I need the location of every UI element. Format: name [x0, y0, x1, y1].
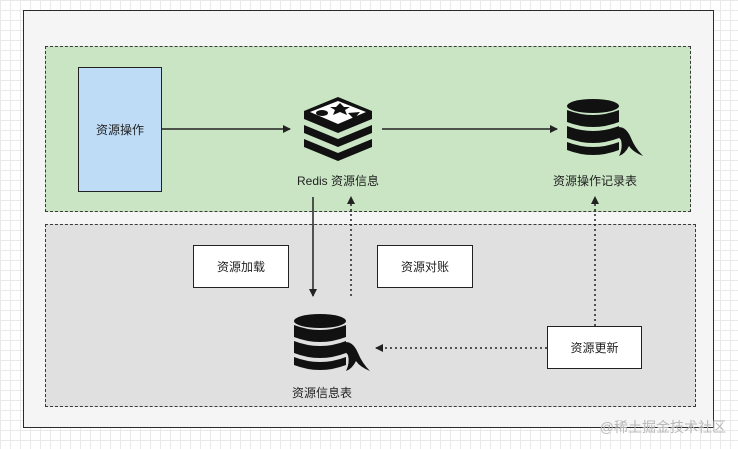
- resource-reconciliation-label: 资源对账: [400, 260, 449, 274]
- watermark: @稀土掘金技术社区: [599, 419, 726, 435]
- resource-load-node: 资源加载: [193, 245, 289, 288]
- resource-update-node: 资源更新: [547, 326, 642, 369]
- resource-load-label: 资源加载: [216, 260, 265, 274]
- resource-reconciliation-node: 资源对账: [377, 245, 473, 288]
- resource-info-table-label: 资源信息表: [291, 386, 352, 400]
- mysql-database-icon: [567, 99, 643, 156]
- mysql-database-icon: [294, 314, 370, 371]
- resource-operation-log-table-label: 资源操作记录表: [552, 174, 637, 188]
- redis-resource-info-label: Redis 资源信息: [296, 174, 379, 188]
- redis-icon: [304, 97, 372, 161]
- resource-update-label: 资源更新: [570, 341, 619, 355]
- resource-operation-label: 资源操作: [95, 123, 144, 137]
- resource-operation-node: 资源操作: [78, 67, 162, 192]
- background-zone: [45, 224, 696, 407]
